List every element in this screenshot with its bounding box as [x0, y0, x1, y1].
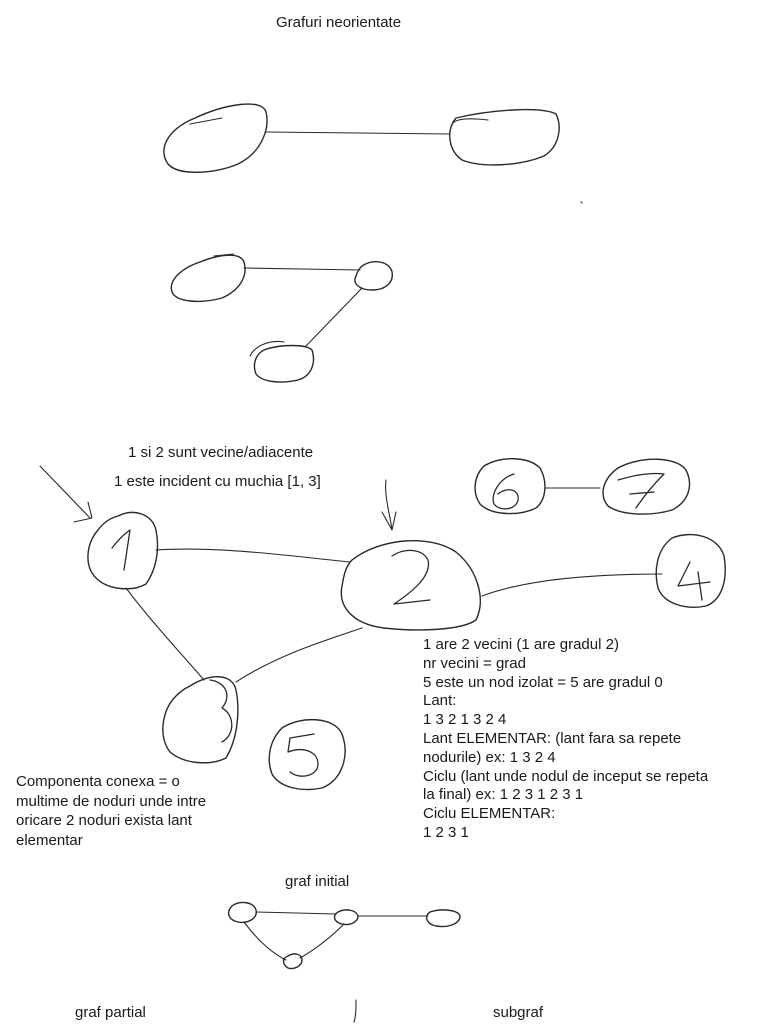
- sketch-node-left: [163, 103, 268, 173]
- edge-2-3: [235, 627, 363, 683]
- arrow-to-node-2: [381, 479, 397, 531]
- note-line: 1 are 2 vecini (1 are gradul 2): [423, 636, 619, 653]
- component-line: oricare 2 noduri exista lant: [16, 812, 192, 829]
- arrow-to-node-1: [39, 465, 93, 523]
- note-line: Ciclu (lant unde nodul de inceput se rep…: [423, 767, 709, 785]
- sketch-node-5: [268, 718, 346, 791]
- component-line: Componenta conexa = o: [16, 773, 180, 790]
- sketch-node-6: [474, 458, 546, 515]
- sketch-node-a: [170, 254, 246, 303]
- annotation-incident: 1 este incident cu muchia [1, 3]: [114, 473, 321, 490]
- sketch-node-7-digit: [617, 472, 665, 509]
- sketch-node-4-digit: [677, 561, 711, 601]
- sketch-node-5-digit: [287, 733, 319, 777]
- sketch-dot: [580, 201, 583, 204]
- sketch-node-2-digit: [391, 549, 431, 605]
- sketch-edge-bc: [305, 287, 363, 347]
- sketch-node-right: [449, 108, 560, 166]
- graph-notes: 1 are 2 vecini (1 are gradul 2) nr vecin…: [423, 636, 708, 843]
- sketch-node-b: [354, 261, 393, 291]
- sketch-small-node-b: [333, 909, 359, 926]
- sketch-node-a-mark: [213, 253, 235, 257]
- component-definition: Componenta conexa = o multime de noduri …: [16, 772, 206, 850]
- sketch-node-3-digit: [209, 679, 233, 743]
- sketch-node-2: [340, 540, 481, 631]
- note-line: 1 2 3 1: [423, 823, 469, 841]
- sketch-small-node-c: [425, 909, 461, 928]
- note-line: Lant ELEMENTAR: (lant fara sa repete: [423, 729, 682, 747]
- sketch-graph-two-nodes: [163, 103, 583, 204]
- note-line: 1 3 2 1 3 2 4: [423, 711, 507, 729]
- edge-1-3: [125, 587, 205, 681]
- edge-2-4: [481, 573, 663, 597]
- sketch-node-1-digit: [111, 529, 131, 571]
- component-line: multime de noduri unde intre: [16, 792, 207, 810]
- note-line: Ciclu ELEMENTAR:: [423, 805, 556, 823]
- sketch-node-c-mark: [249, 340, 285, 357]
- page-title: Grafuri neorientate: [276, 14, 402, 31]
- sketch-node-3: [162, 676, 239, 764]
- sketch-edge: [265, 131, 451, 135]
- sketch-small-node-a: [227, 901, 257, 924]
- sketch-node-7: [602, 458, 691, 515]
- sketch-node-left-mark: [189, 117, 223, 125]
- note-line: Lant:: [423, 692, 457, 710]
- sketch-small-node-d: [282, 953, 303, 970]
- sketch-main-graph: [39, 458, 726, 791]
- sketch-edge-ab: [243, 267, 361, 271]
- sketch-node-c: [253, 344, 315, 383]
- note-line: nr vecini = grad: [423, 654, 526, 672]
- sketch-small-edge-bd: [299, 923, 345, 959]
- label-subgraf: subgraf: [493, 1004, 544, 1021]
- sketch-small-edge-ad: [243, 921, 287, 961]
- label-graf-partial: graf partial: [75, 1004, 146, 1021]
- label-graf-initial: graf initial: [285, 873, 350, 890]
- annotation-adjacent: 1 si 2 sunt vecine/adiacente: [128, 444, 314, 461]
- edge-1-2: [155, 548, 351, 563]
- sketch-node-4: [655, 533, 726, 608]
- sketch-divider-stroke: [353, 999, 357, 1023]
- sketch-graph-three-nodes: [170, 253, 393, 383]
- sketch-node-1: [87, 511, 159, 590]
- component-line: elementar: [16, 831, 83, 849]
- sketch-small-edge-ab: [255, 911, 337, 915]
- note-line: nodurile) ex: 1 3 2 4: [423, 748, 556, 766]
- note-line: la final) ex: 1 2 3 1 2 3 1: [423, 786, 584, 804]
- sketch-node-6-digit: [492, 473, 519, 510]
- sketch-node-right-mark: [451, 118, 489, 125]
- note-line: 5 este un nod izolat = 5 are gradul 0: [423, 673, 663, 691]
- sketch-graph-initial: [227, 901, 461, 970]
